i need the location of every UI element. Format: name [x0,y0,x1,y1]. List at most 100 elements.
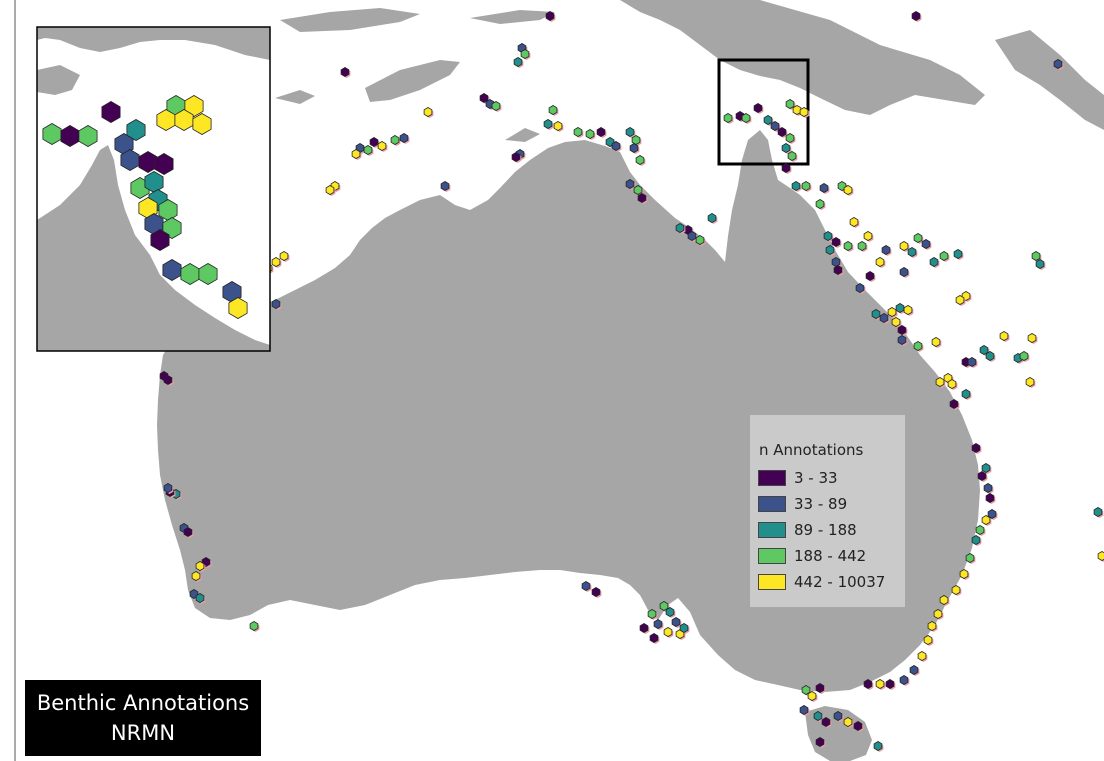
hex-bin [977,471,987,481]
hex-bin [126,119,146,141]
hex-bin [228,297,248,319]
hex-bin [479,93,489,103]
hex-bin [971,443,981,453]
hex-bin [967,357,977,367]
hex-bin [1035,259,1045,269]
hex-bin [799,705,809,715]
hex-bin [897,325,907,335]
legend-label: 89 - 188 [794,521,857,539]
hex-bin [611,141,621,151]
hex-bin [899,241,909,251]
hex-bin [195,561,205,571]
hex-bin [687,231,697,241]
hex-bin [340,67,350,77]
hex-bin [821,717,831,727]
hex-bin [833,265,843,275]
map-title-line1: Benthic Annotations [36,691,250,715]
hex-bin [163,375,173,385]
hex-bin [585,129,595,139]
hex-bin [271,299,281,309]
hex-bin [815,737,825,747]
hex-bin [875,257,885,267]
hex-bin [981,463,991,473]
hex-bin [781,163,791,173]
hex-bin [42,123,62,145]
hex-bin [192,113,212,135]
hex-bin [947,379,957,389]
hex-bin [913,233,923,243]
hex-bin [873,741,883,751]
hex-bin [843,185,853,195]
legend-item: 33 - 89 [758,495,903,515]
legend-swatch [758,574,786,590]
hex-bin [881,245,891,255]
hex-bin [843,241,853,251]
hex-bin [596,127,606,137]
hex-bin [907,247,917,257]
hex-bin [949,399,959,409]
hex-bin [985,493,995,503]
hex-bin [831,257,841,267]
hex-bin [799,107,809,117]
legend-swatch [758,548,786,564]
hex-bin [791,181,801,191]
hex-bin [631,135,641,145]
legend-item: 188 - 442 [758,547,903,567]
hex-bin [981,515,991,525]
hex-bin [647,609,657,619]
hex-bin [770,121,780,131]
hex-bin [785,99,795,109]
hex-bin [831,237,841,247]
hex-bin [548,105,558,115]
hex-bin [78,125,98,147]
hex-bin [887,307,897,317]
legend-swatch [758,470,786,486]
hex-bin [573,127,583,137]
hex-bin [649,633,659,643]
hex-bin [921,239,931,249]
hex-bin [863,679,873,689]
hex-bin [707,213,717,223]
hex-bin [939,251,949,261]
inset-map [36,26,271,352]
island-small-3 [470,10,555,24]
hex-bin [184,95,204,117]
hex-bin [1053,59,1063,69]
hex-bin [440,181,450,191]
island-small-2 [505,128,540,142]
hex-bin [913,341,923,351]
hex-bin [959,569,969,579]
hex-bin [853,721,863,731]
hex-bin [101,101,121,123]
hex-bin [753,103,763,113]
hex-bin [987,509,997,519]
hex-bin [511,152,521,162]
hex-bin [909,665,919,675]
hex-bin [162,217,182,239]
hex-bin [1027,333,1037,343]
hex-bin [553,121,563,131]
hex-bin [1031,251,1041,261]
hex-bin [1025,377,1035,387]
hex-bin [377,141,387,151]
legend-title: n Annotations [759,441,864,459]
hex-bin [897,335,907,345]
hex-bin [955,295,965,305]
hex-bin [663,627,673,637]
hex-bin [390,135,400,145]
hex-bin [935,377,945,387]
hex-bin [903,305,913,315]
legend-item: 442 - 10037 [758,573,903,593]
hex-bin [423,107,433,117]
hex-bin [843,717,853,727]
hex-bin [983,483,993,493]
hex-bin [999,331,1009,341]
legend: n Annotations 3 - 33 33 - 89 89 - 188 18… [750,415,905,607]
hex-bin [639,623,649,633]
hex-bin [543,119,553,129]
hex-bin [849,217,859,227]
hex-bin [763,115,773,125]
hex-bin [801,181,811,191]
hex-bin [885,679,895,689]
island-chain-north [280,8,420,32]
